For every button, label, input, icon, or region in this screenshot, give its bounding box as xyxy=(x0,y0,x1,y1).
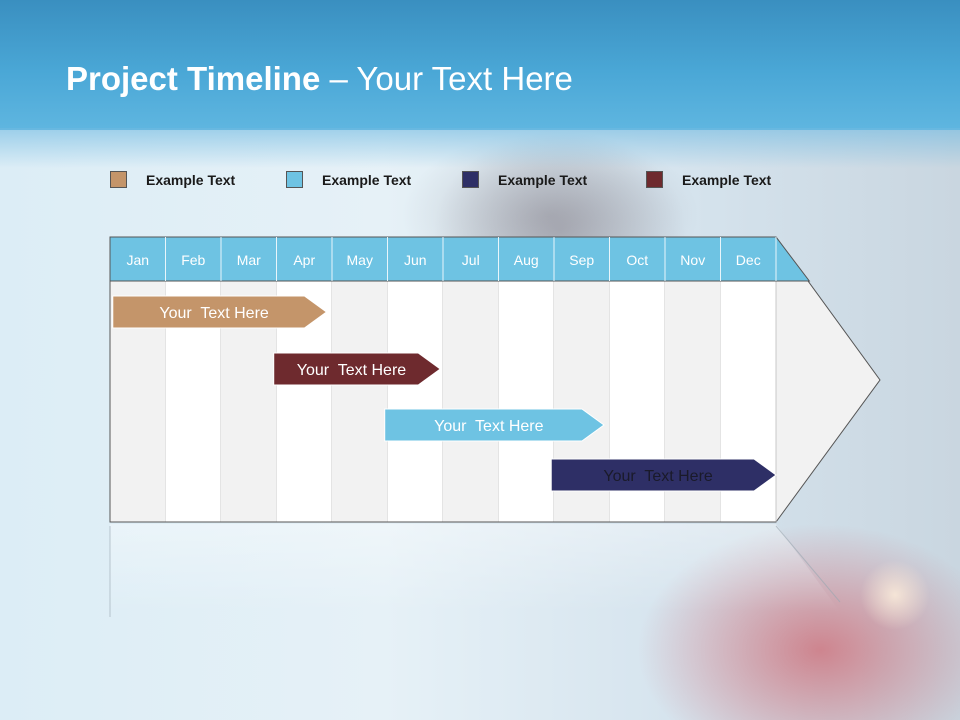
title-banner xyxy=(0,0,960,130)
task-bar-label-1: Your Text Here xyxy=(159,305,269,322)
legend-swatch-4 xyxy=(646,171,663,188)
slide-title: Project Timeline – Your Text Here xyxy=(66,60,573,98)
month-label-jun: Jun xyxy=(404,252,427,268)
slide-title-bold: Project Timeline xyxy=(66,60,321,97)
legend-swatch-1 xyxy=(110,171,127,188)
reflection-edge-right xyxy=(775,525,841,603)
task-bar-3 xyxy=(384,408,605,442)
month-label-sep: Sep xyxy=(569,252,594,268)
task-bar-label-4: Your Text Here xyxy=(603,468,713,485)
legend-label-1: Example Text xyxy=(146,172,236,188)
month-label-jan: Jan xyxy=(126,252,149,268)
timeline-month-header: Jan Feb Mar Apr May Jun Jul Aug Sep Oct Nov Dec xyxy=(109,236,811,282)
task-bar-label-2: Your Text Here xyxy=(297,362,407,379)
task-bar-label-3: Your Text Here xyxy=(434,418,544,435)
month-label-mar: Mar xyxy=(237,252,261,268)
month-column-jul xyxy=(443,281,499,522)
month-label-oct: Oct xyxy=(626,252,648,268)
legend-label-4: Example Text xyxy=(682,172,772,188)
month-label-apr: Apr xyxy=(293,252,315,268)
reflection-shape xyxy=(110,524,840,612)
month-label-feb: Feb xyxy=(181,252,205,268)
month-label-jul: Jul xyxy=(462,252,480,268)
month-column-aug xyxy=(498,281,554,522)
month-label-aug: Aug xyxy=(514,252,539,268)
slide-title-rest: – Your Text Here xyxy=(320,60,573,97)
task-bar-2 xyxy=(273,352,442,386)
legend-label-3: Example Text xyxy=(498,172,588,188)
legend-swatch-2 xyxy=(286,171,303,188)
timeline-reflection xyxy=(109,524,841,617)
legend-label-2: Example Text xyxy=(322,172,412,188)
month-label-nov: Nov xyxy=(680,252,705,268)
legend-swatch-3 xyxy=(462,171,479,188)
background-photo-highlight xyxy=(860,560,930,630)
title-banner-fade xyxy=(0,128,960,168)
month-column-jun xyxy=(387,281,443,522)
month-label-dec: Dec xyxy=(736,252,761,268)
task-bar-4 xyxy=(550,458,777,492)
month-column-may xyxy=(332,281,388,522)
task-bar-1 xyxy=(112,295,328,329)
month-label-may: May xyxy=(347,252,373,268)
